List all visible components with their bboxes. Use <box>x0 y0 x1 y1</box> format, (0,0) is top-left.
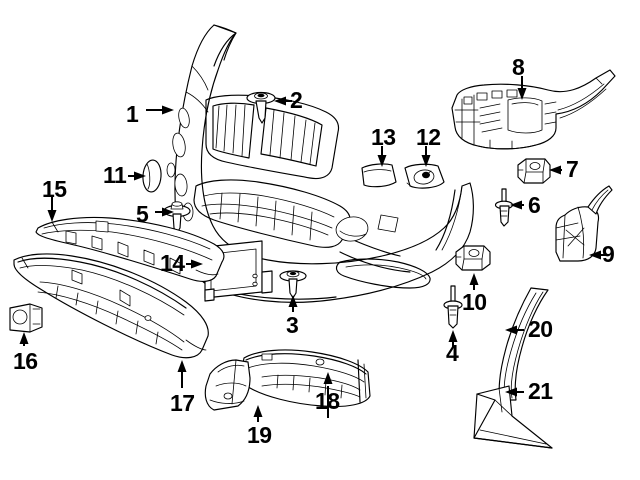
callout-label-1: 1 <box>126 101 139 127</box>
part-washer-nozzle-cover <box>404 163 445 189</box>
callout-label-12: 12 <box>416 124 441 150</box>
part-air-duct <box>204 359 251 411</box>
callout-label-4: 4 <box>446 340 459 366</box>
callout-label-11: 11 <box>103 162 127 188</box>
part-mount-bracket-small <box>9 303 43 333</box>
part-lower-grille-center <box>13 253 209 359</box>
part-retainer-clip-upper <box>517 158 551 184</box>
part-bolt-long <box>443 285 463 329</box>
callout-label-6: 6 <box>528 192 541 218</box>
callout-label-17: 17 <box>170 390 195 416</box>
part-impact-absorber <box>35 216 225 282</box>
callout-leaders <box>19 76 608 422</box>
callout-label-21: 21 <box>528 378 553 404</box>
part-lower-grille-side <box>240 349 371 408</box>
part-push-rivet-lower <box>279 270 307 299</box>
callout-label-19: 19 <box>247 422 272 448</box>
part-push-rivet-upper <box>246 91 276 124</box>
callout-label-5: 5 <box>136 201 149 227</box>
callout-label-2: 2 <box>290 87 303 113</box>
callout-label-13: 13 <box>371 124 396 150</box>
callout-label-14: 14 <box>160 250 185 276</box>
callout-label-3: 3 <box>286 312 299 338</box>
part-air-deflector <box>473 385 553 449</box>
part-tow-hook-cover <box>361 163 397 188</box>
callout-label-7: 7 <box>566 156 579 182</box>
part-side-mount-bracket <box>451 69 616 150</box>
callout-label-10: 10 <box>462 289 487 315</box>
callout-label-9: 9 <box>602 241 615 267</box>
part-retainer-clip-lower <box>455 245 491 271</box>
part-side-guide-bracket <box>555 185 613 262</box>
callout-label-8: 8 <box>512 54 525 80</box>
callout-label-18: 18 <box>315 388 340 414</box>
part-bolt-short <box>494 188 514 227</box>
callout-label-16: 16 <box>13 348 38 374</box>
callout-label-20: 20 <box>528 316 553 342</box>
callout-label-15: 15 <box>42 176 67 202</box>
